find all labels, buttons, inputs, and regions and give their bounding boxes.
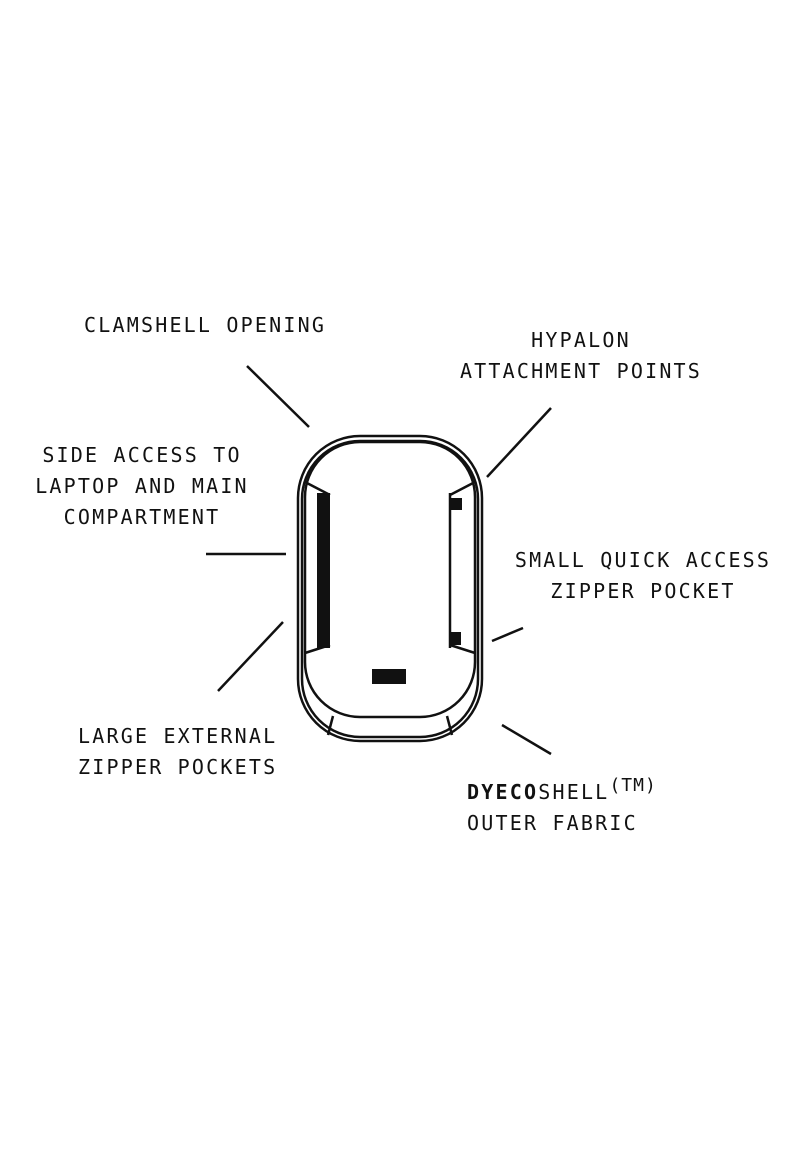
pointer-quick-access (491, 626, 524, 643)
label-line: SMALL QUICK ACCESS (514, 548, 772, 572)
brand-bold: DYECO (467, 780, 539, 804)
label-line: OUTER FABRIC (467, 811, 638, 835)
bottom-band-left (326, 715, 335, 736)
label-fabric: DYECOSHELL(TM) OUTER FABRIC (467, 770, 657, 839)
label-line: ZIPPER POCKET (550, 579, 736, 603)
pointer-hypalon (486, 407, 552, 478)
brand-regular: SHELL (538, 780, 610, 804)
label-line: ZIPPER POCKETS (78, 755, 278, 779)
label-line: HYPALON (531, 328, 631, 352)
bottom-logo-patch (372, 669, 406, 684)
right-attachment-top (450, 498, 462, 510)
label-clamshell-opening: CLAMSHELL OPENING (84, 310, 326, 341)
label-line: DYECOSHELL(TM) (467, 770, 657, 808)
label-line: LARGE EXTERNAL (78, 724, 278, 748)
label-side-access: SIDE ACCESS TO LAPTOP AND MAIN COMPARTME… (35, 440, 249, 533)
pointer-external (217, 621, 284, 692)
left-panel-top (304, 480, 331, 497)
label-line: SIDE ACCESS TO (42, 443, 242, 467)
outer-shell (296, 434, 484, 743)
trademark: (TM) (609, 775, 657, 796)
label-hypalon: HYPALON ATTACHMENT POINTS (460, 325, 702, 387)
label-line: CLAMSHELL OPENING (84, 313, 327, 337)
left-zipper-bar (317, 493, 330, 648)
label-quick-access: SMALL QUICK ACCESS ZIPPER POCKET (515, 545, 771, 607)
label-line: COMPARTMENT (63, 505, 221, 529)
front-panel (303, 440, 477, 719)
pointer-fabric (501, 723, 552, 756)
right-attachment-bottom (450, 632, 461, 645)
pointer-clamshell (246, 365, 310, 428)
right-panel-bottom (449, 643, 476, 655)
label-line: LAPTOP AND MAIN (35, 474, 249, 498)
right-panel-top (449, 480, 476, 497)
bottom-band-right (445, 715, 454, 736)
label-external-pockets: LARGE EXTERNAL ZIPPER POCKETS (78, 721, 277, 783)
label-line: ATTACHMENT POINTS (459, 359, 703, 383)
